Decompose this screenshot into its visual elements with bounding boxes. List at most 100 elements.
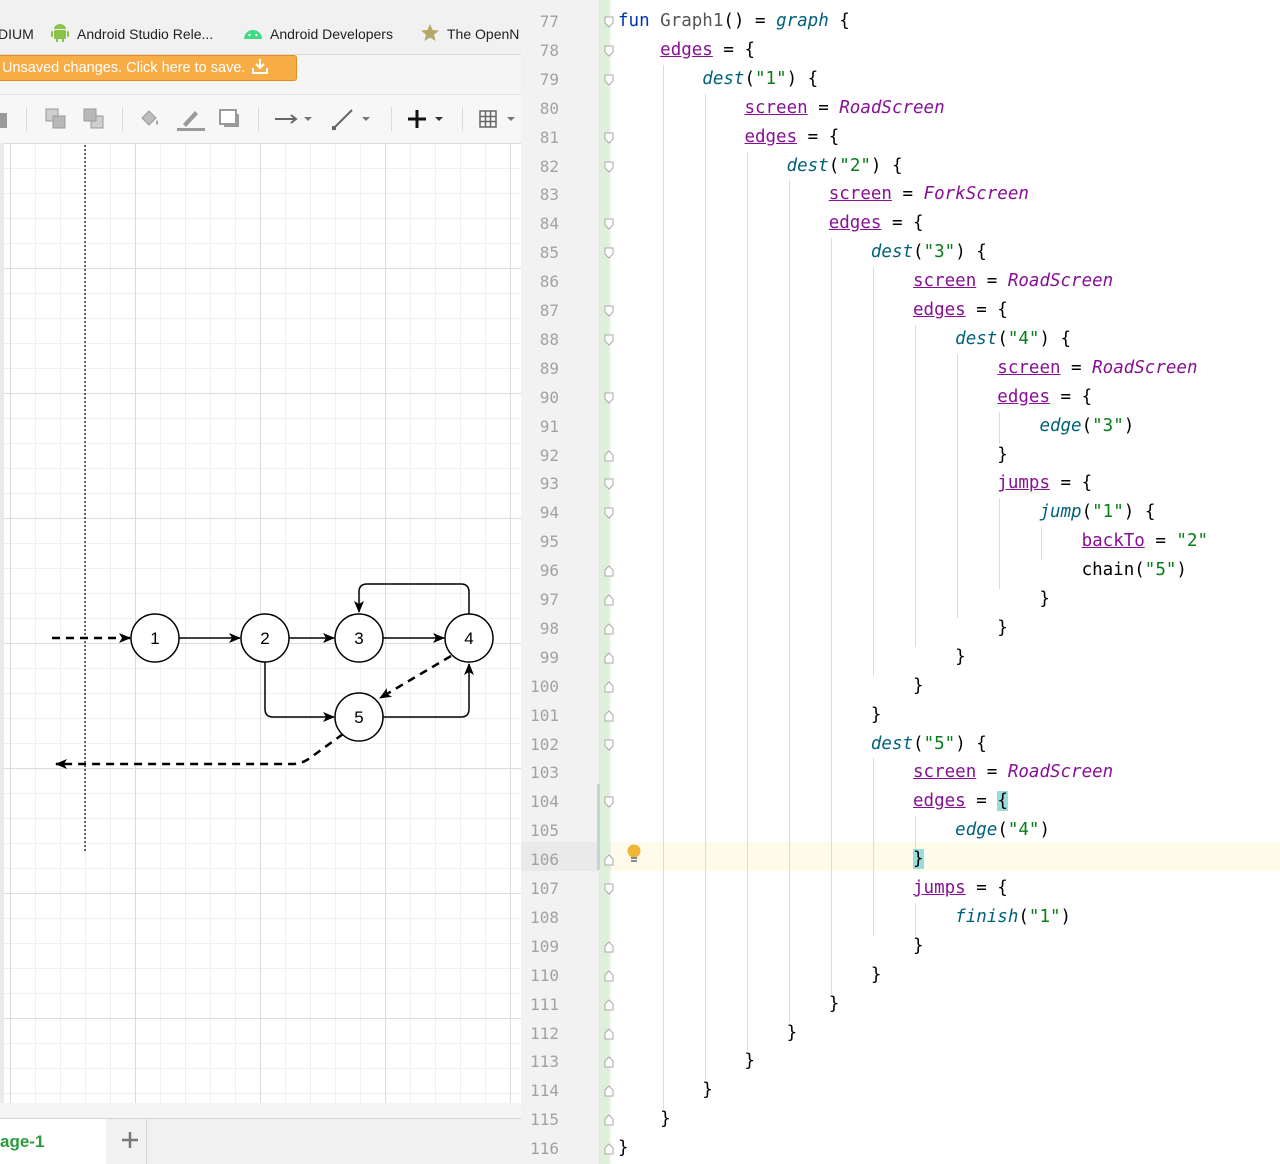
code-line[interactable]: } [618, 845, 924, 874]
code-token: screen [828, 184, 892, 205]
code-line[interactable]: } [618, 585, 1050, 614]
code-line[interactable]: dest("2") { [618, 152, 903, 181]
code-line[interactable]: } [618, 1134, 629, 1163]
code-token: ForkScreen [923, 184, 1029, 205]
bookmark-dium[interactable]: DIUM [0, 22, 34, 46]
waypoints-icon[interactable] [331, 105, 375, 133]
code-line[interactable]: screen = RoadScreen [618, 94, 944, 123]
code-line[interactable]: } [618, 1019, 798, 1048]
code-line[interactable]: edge("4") [618, 816, 1050, 845]
fold-end-icon[interactable] [604, 1027, 614, 1039]
code-line[interactable]: } [618, 1047, 755, 1076]
code-line[interactable]: dest("5") { [618, 730, 987, 759]
fold-end-icon[interactable] [604, 651, 614, 664]
to-back-icon[interactable] [82, 105, 106, 133]
fold-open-icon[interactable] [604, 506, 614, 520]
fold-open-icon[interactable] [604, 246, 614, 259]
code-line[interactable]: } [618, 614, 1008, 643]
node-label: 1 [150, 629, 159, 648]
code-line[interactable]: edges = { [618, 296, 1008, 325]
code-line[interactable]: screen = RoadScreen [618, 354, 1197, 383]
fold-end-icon[interactable] [604, 449, 614, 461]
code-line[interactable]: dest("1") { [618, 65, 818, 94]
fold-end-icon[interactable] [604, 1142, 614, 1155]
connection-style-icon[interactable] [273, 105, 317, 133]
line-color-icon[interactable] [177, 105, 205, 133]
code-line[interactable]: } [618, 643, 966, 672]
fold-end-icon[interactable] [604, 709, 614, 722]
code-token: } [618, 646, 966, 667]
lightbulb-icon[interactable] [626, 843, 642, 867]
code-line[interactable]: edges = { [618, 209, 924, 238]
code-line[interactable]: dest("4") { [618, 325, 1071, 354]
bookmark-android-studio[interactable]: Android Studio Rele... [50, 22, 213, 46]
fold-end-icon[interactable] [604, 680, 614, 693]
fold-open-icon[interactable] [604, 15, 614, 28]
code-line[interactable]: screen = RoadScreen [618, 267, 1113, 296]
fold-open-icon[interactable] [604, 477, 614, 491]
line-number: 83 [539, 185, 559, 205]
fold-end-icon[interactable] [604, 998, 614, 1011]
code-line[interactable]: screen = RoadScreen [618, 758, 1113, 787]
fold-end-icon[interactable] [604, 1084, 614, 1097]
code-line[interactable]: screen = ForkScreen [618, 180, 1029, 209]
delete-icon[interactable] [0, 105, 8, 133]
code-line[interactable]: edges = { [618, 123, 839, 152]
add-page-button[interactable] [116, 1127, 144, 1157]
code-line[interactable]: fun Graph1() = graph { [618, 7, 850, 36]
fold-open-icon[interactable] [604, 217, 614, 231]
code-line[interactable]: jumps = { [618, 874, 1008, 903]
fold-end-icon[interactable] [604, 564, 614, 577]
code-line[interactable]: edges = { [618, 383, 1092, 412]
code-line[interactable]: } [618, 701, 882, 730]
code-line[interactable]: } [618, 990, 840, 1019]
table-icon[interactable] [478, 105, 521, 133]
fold-end-icon[interactable] [604, 940, 614, 953]
unsaved-changes-banner[interactable]: Unsaved changes. Click here to save. [0, 55, 297, 81]
fold-open-icon[interactable] [604, 160, 614, 173]
fold-open-icon[interactable] [604, 304, 614, 317]
bookmark-android-developers[interactable]: Android Developers [243, 22, 393, 46]
code-line[interactable]: } [618, 932, 924, 961]
fold-end-icon[interactable] [604, 593, 614, 606]
code-line[interactable]: finish("1") [618, 903, 1071, 932]
code-line[interactable]: } [618, 1076, 713, 1105]
code-line[interactable]: edge("3") [618, 412, 1134, 441]
bookmark-the-openn[interactable]: The OpenN [420, 22, 519, 46]
fold-open-icon[interactable] [604, 131, 614, 144]
fold-open-icon[interactable] [604, 333, 614, 346]
code-line[interactable]: } [618, 961, 882, 990]
code-line[interactable]: dest("3") { [618, 238, 987, 267]
fold-open-icon[interactable] [604, 391, 614, 404]
line-number: 93 [539, 474, 559, 494]
code-line[interactable]: jump("1") { [618, 498, 1155, 527]
code-line[interactable]: edges = { [618, 36, 755, 65]
fold-open-icon[interactable] [604, 882, 614, 895]
diagram-canvas[interactable]: 1 2 3 4 5 [0, 143, 521, 1103]
line-number: 110 [530, 965, 559, 985]
fold-open-icon[interactable] [604, 738, 614, 751]
code-line[interactable]: backTo = "2" [618, 527, 1208, 556]
code-line[interactable]: edges = { [618, 787, 1008, 816]
fold-end-icon[interactable] [604, 853, 614, 866]
fill-color-icon[interactable] [138, 105, 162, 133]
line-number: 109 [530, 936, 559, 956]
fold-end-icon[interactable] [604, 969, 614, 982]
fold-open-icon[interactable] [604, 44, 614, 57]
insert-icon[interactable] [406, 105, 450, 133]
page-tab[interactable]: age-1 [0, 1119, 106, 1164]
code-line[interactable]: } [618, 441, 1008, 470]
to-front-icon[interactable] [44, 105, 68, 133]
code-line[interactable]: jumps = { [618, 469, 1092, 498]
code-line[interactable]: } [618, 672, 924, 701]
fold-end-icon[interactable] [604, 622, 614, 635]
fold-end-icon[interactable] [604, 1113, 614, 1126]
edge-5-to-exit [55, 732, 344, 769]
code-line[interactable]: } [618, 1105, 671, 1134]
fold-open-icon[interactable] [604, 795, 614, 809]
fold-end-icon[interactable] [604, 1055, 614, 1068]
shadow-icon[interactable] [219, 105, 241, 133]
fold-open-icon[interactable] [604, 73, 614, 86]
code-line[interactable]: chain("5") [618, 556, 1187, 585]
